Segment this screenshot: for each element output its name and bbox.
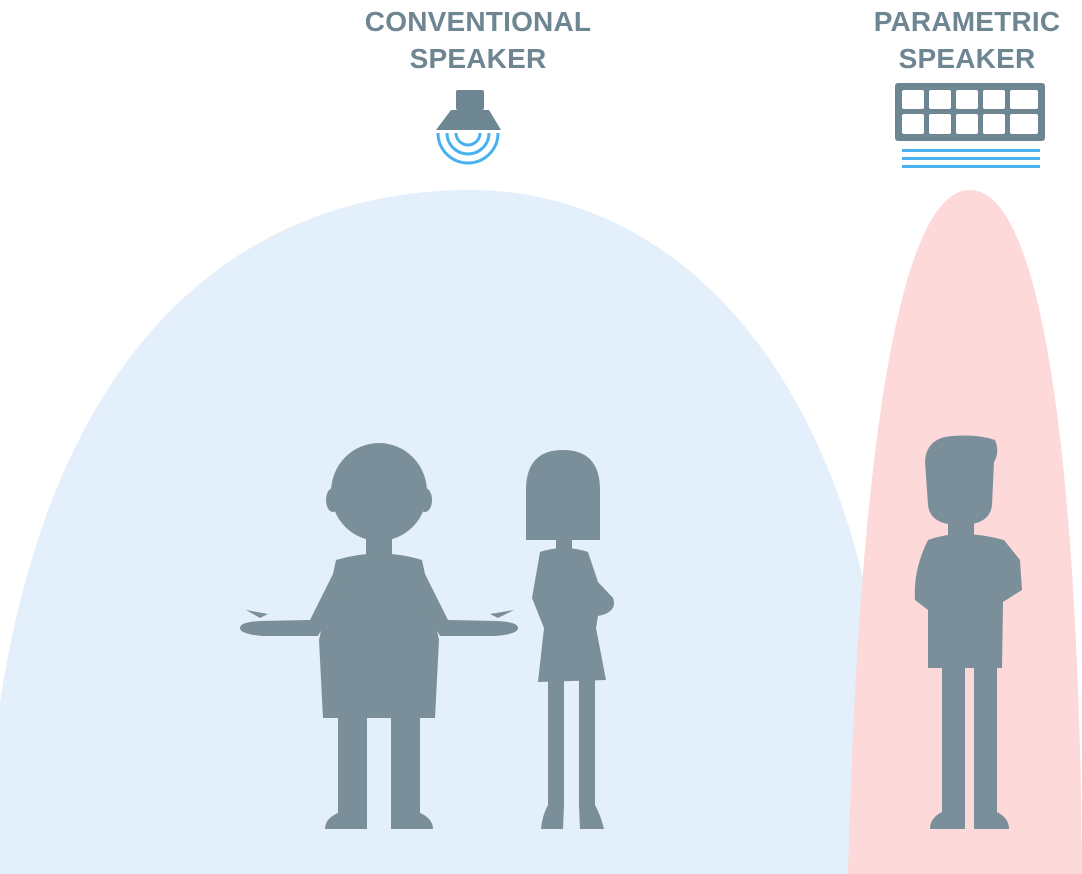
ultrasonic-beam-line bbox=[902, 165, 1040, 168]
conventional-speaker-label: CONVENTIONAL SPEAKER bbox=[318, 3, 638, 77]
woman-silhouette bbox=[526, 450, 614, 829]
man-silhouette bbox=[240, 443, 518, 829]
listener-silhouette bbox=[914, 435, 1022, 829]
panel-speaker-icon bbox=[895, 83, 1045, 168]
ultrasonic-beam-line bbox=[902, 157, 1040, 160]
conventional-label-line2: SPEAKER bbox=[409, 43, 547, 74]
parametric-speaker-label: PARAMETRIC SPEAKER bbox=[852, 3, 1082, 77]
parametric-label-line1: PARAMETRIC bbox=[873, 6, 1061, 37]
parametric-label-line2: SPEAKER bbox=[898, 43, 1036, 74]
ceiling-speaker-icon bbox=[436, 90, 501, 165]
conventional-sound-zone bbox=[0, 190, 868, 874]
ultrasonic-beam-line bbox=[902, 149, 1040, 152]
conventional-label-line1: CONVENTIONAL bbox=[364, 6, 592, 37]
